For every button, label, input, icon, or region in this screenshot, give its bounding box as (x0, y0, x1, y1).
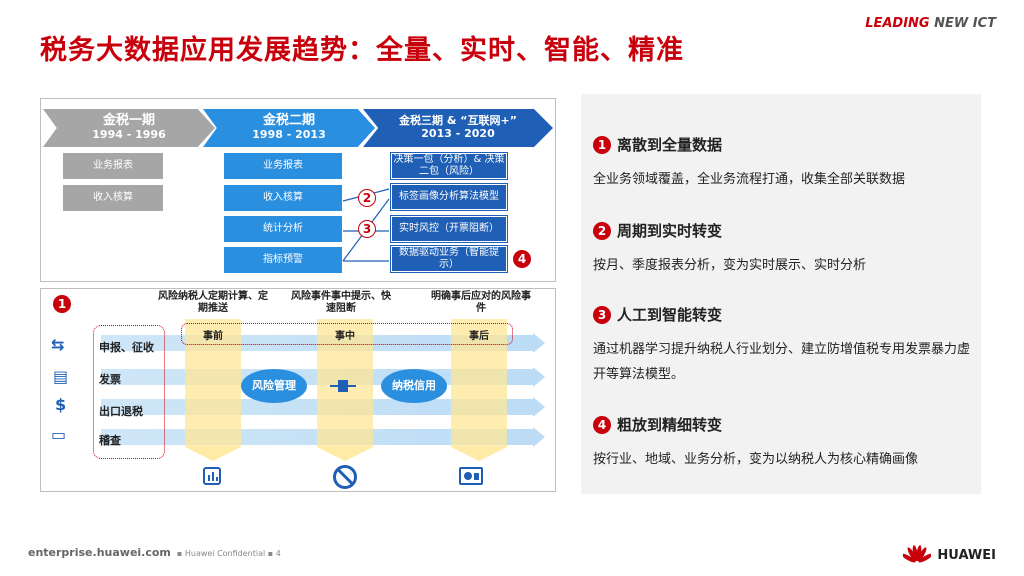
marker: 4 (593, 415, 611, 434)
phase2-box: 统计分析 (224, 216, 342, 242)
phase3-box: 数据驱动业务（智能提示） (390, 245, 508, 273)
row-label: 稽查 (99, 434, 121, 447)
footer-url: enterprise.huawei.com▪ Huawei Confidenti… (28, 546, 281, 559)
marker-3: 3 (358, 220, 376, 238)
section-text: 按行业、地域、业务分析，变为以纳税人为核心精确画像 (593, 452, 919, 467)
section-heading: 粗放到精细转变 (617, 416, 723, 434)
col-header-after: 明确事后应对的风险事件 (431, 291, 531, 314)
section-text: 按月、季度报表分析，变为实时展示、实时分析 (593, 258, 867, 273)
marker: 1 (593, 135, 611, 154)
dollar-icon: $ (55, 395, 67, 414)
section-heading: 周期到实时转变 (617, 222, 723, 240)
tax-form-icon: ⇆ (51, 335, 65, 354)
row-label: 发票 (99, 373, 121, 386)
phase2-box: 业务报表 (224, 153, 342, 179)
lane-arrow (533, 397, 545, 417)
marker: 2 (593, 221, 611, 240)
lane-arrow (533, 367, 545, 387)
connector-arrows (342, 188, 390, 262)
huawei-flower-icon (903, 545, 932, 563)
huawei-logo: HUAWEI (903, 545, 996, 565)
phase3-box: 实时风控（开票阻断） (390, 215, 508, 243)
brand-logo: LEADING NEW ICT (865, 16, 996, 31)
column-after (451, 319, 507, 447)
tax-credit-oval: 纳税信用 (381, 369, 447, 403)
marker: 3 (593, 305, 611, 324)
row-label: 出口退税 (99, 405, 143, 418)
col-tag-after: 事后 (469, 331, 489, 342)
column-arrow (317, 447, 373, 461)
column-arrow (451, 447, 507, 461)
col-tag-before: 事前 (203, 331, 223, 342)
marker-2: 2 (358, 189, 376, 207)
marker-4: 4 (513, 250, 531, 268)
page-title: 税务大数据应用发展趋势：全量、实时、智能、精准 (40, 35, 684, 66)
trend-section-2: 2 周期到实时转变 按月、季度报表分析，变为实时展示、实时分析 (593, 220, 973, 278)
invoice-printer-icon: ▤ (53, 367, 69, 386)
trend-section-4: 4 粗放到精细转变 按行业、地域、业务分析，变为以纳税人为核心精确画像 (593, 414, 973, 472)
col-header-during: 风险事件事中提示、快速阻断 (291, 291, 391, 314)
row-label: 申报、征收 (99, 341, 154, 354)
column-before (185, 319, 241, 447)
link-connector (330, 380, 356, 392)
audit-screen-icon: ▭ (51, 425, 67, 444)
phase1-box: 收入核算 (63, 185, 163, 211)
phase1-box: 业务报表 (63, 153, 163, 179)
section-heading: 人工到智能转变 (617, 306, 723, 324)
stage-outline (181, 323, 513, 345)
phase-3-chevron: 金税三期 & “互联网+”2013 - 2020 (363, 109, 553, 147)
business-outline (93, 325, 165, 459)
phase2-box: 指标预警 (224, 247, 342, 273)
risk-management-oval: 风险管理 (241, 369, 307, 403)
block-icon (333, 465, 357, 489)
trend-summary-panel: 1 离散到全量数据 全业务领域覆盖，全业务流程打通，收集全部关联数据 2 周期到实时… (581, 94, 981, 494)
phase2-box: 收入核算 (224, 185, 342, 211)
section-heading: 离散到全量数据 (617, 136, 723, 154)
trend-section-3: 3 人工到智能转变 通过机器学习提升纳税人行业划分、建立防增值税专用发票暴力虚开等… (593, 304, 973, 387)
phase3-box: 决策一包（分析）& 决策二包（风险） (390, 152, 508, 180)
col-tag-during: 事中 (335, 331, 355, 342)
lane-arrow (533, 427, 545, 447)
col-header-before: 风险纳税人定期计算、定期推送 (158, 291, 268, 314)
section-text: 通过机器学习提升纳税人行业划分、建立防增值税专用发票暴力虚开等算法模型。 (593, 342, 971, 382)
marker-1: 1 (53, 295, 71, 313)
phase3-box: 标签画像分析算法模型 (390, 183, 508, 211)
timeline-panel: 1 风险纳税人定期计算、定期推送 风险事件事中提示、快速阻断 明确事后应对的风险… (40, 288, 556, 492)
section-text: 全业务领域覆盖，全业务流程打通，收集全部关联数据 (593, 172, 906, 187)
dashboard-icon (459, 467, 483, 485)
trend-section-1: 1 离散到全量数据 全业务领域覆盖，全业务流程打通，收集全部关联数据 (593, 134, 973, 192)
chart-icon (203, 467, 221, 485)
column-arrow (185, 447, 241, 461)
lane-arrow (533, 333, 545, 353)
